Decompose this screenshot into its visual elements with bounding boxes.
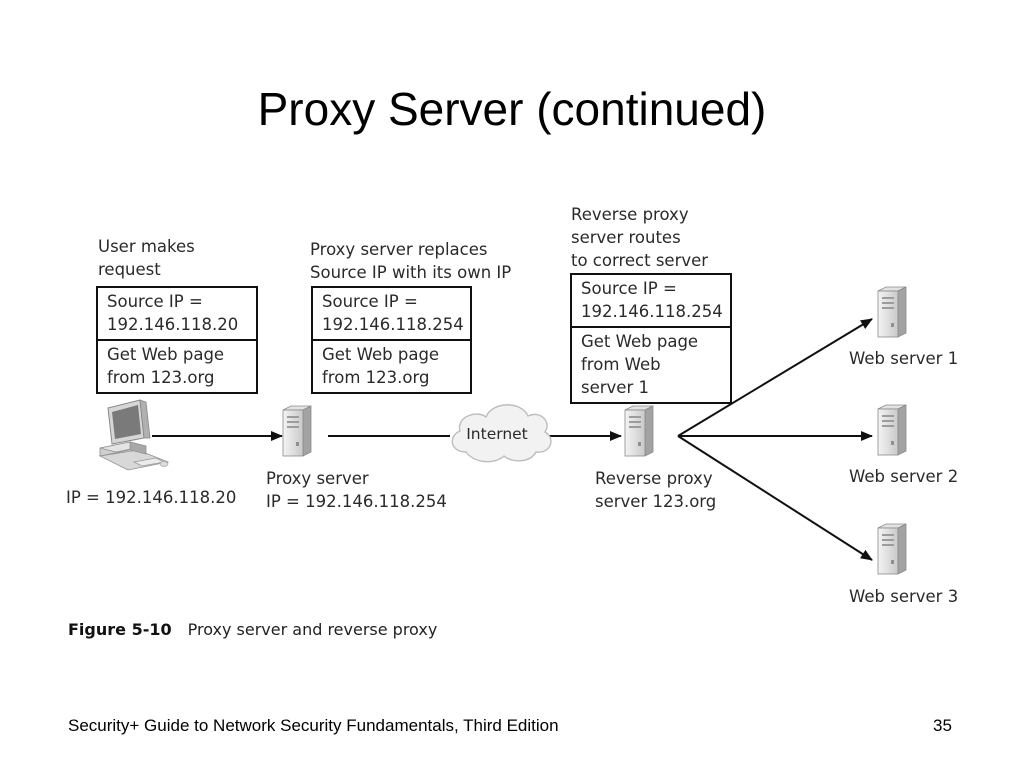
internet-cloud-icon [451, 404, 552, 463]
client-packet-source: Source IP = 192.146.118.20 [107, 292, 239, 334]
web-server-3-icon [877, 523, 907, 575]
reverse-proxy-caption: Reverse proxy server routes to correct s… [571, 205, 709, 270]
page-number: 35 [933, 716, 952, 735]
reverse-proxy-server-icon [624, 405, 654, 457]
figure-caption: Figure 5-10 Proxy server and reverse prox… [68, 620, 437, 639]
web-server-1-icon [877, 286, 907, 338]
proxy-packet-source: Source IP = 192.146.118.254 [322, 292, 464, 334]
figure-caption-text: Proxy server and reverse proxy [187, 620, 438, 639]
web-server-3-label: Web server 3 [849, 587, 959, 606]
reverse-proxy-server-label: Reverse proxy server 123.org [595, 469, 717, 511]
web-server-2-icon [877, 404, 907, 456]
proxy-caption: Proxy server replaces Source IP with its… [310, 240, 512, 282]
arrow-to-web-server-1 [677, 318, 873, 437]
reverse-proxy-packet-source: Source IP = 192.146.118.254 [581, 279, 723, 321]
proxy-server-label: Proxy server IP = 192.146.118.254 [266, 469, 447, 511]
web-server-2-label: Web server 2 [849, 467, 959, 486]
client-caption: User makes request [98, 237, 195, 279]
proxy-packet-request: Get Web page from 123.org [313, 339, 470, 392]
client-packet-request: Get Web page from 123.org [98, 339, 256, 392]
figure-number: Figure 5-10 [68, 620, 172, 639]
web-server-1-label: Web server 1 [849, 349, 959, 368]
client-packet-box: Source IP = 192.146.118.20 Get Web page … [96, 286, 258, 394]
arrow-to-web-server-3 [677, 435, 873, 561]
client-ip-label: IP = 192.146.118.20 [66, 488, 237, 507]
proxy-packet-box: Source IP = 192.146.118.254 Get Web page… [311, 286, 472, 394]
proxy-server-icon [282, 405, 312, 457]
slide-title: Proxy Server (continued) [257, 83, 767, 135]
slide-footer: Security+ Guide to Network Security Fund… [68, 716, 559, 735]
reverse-proxy-packet-box: Source IP = 192.146.118.254 Get Web page… [570, 273, 732, 404]
client-computer-icon [98, 399, 170, 471]
reverse-proxy-packet-request: Get Web page from Web server 1 [572, 326, 730, 402]
internet-label: Internet [466, 425, 528, 443]
